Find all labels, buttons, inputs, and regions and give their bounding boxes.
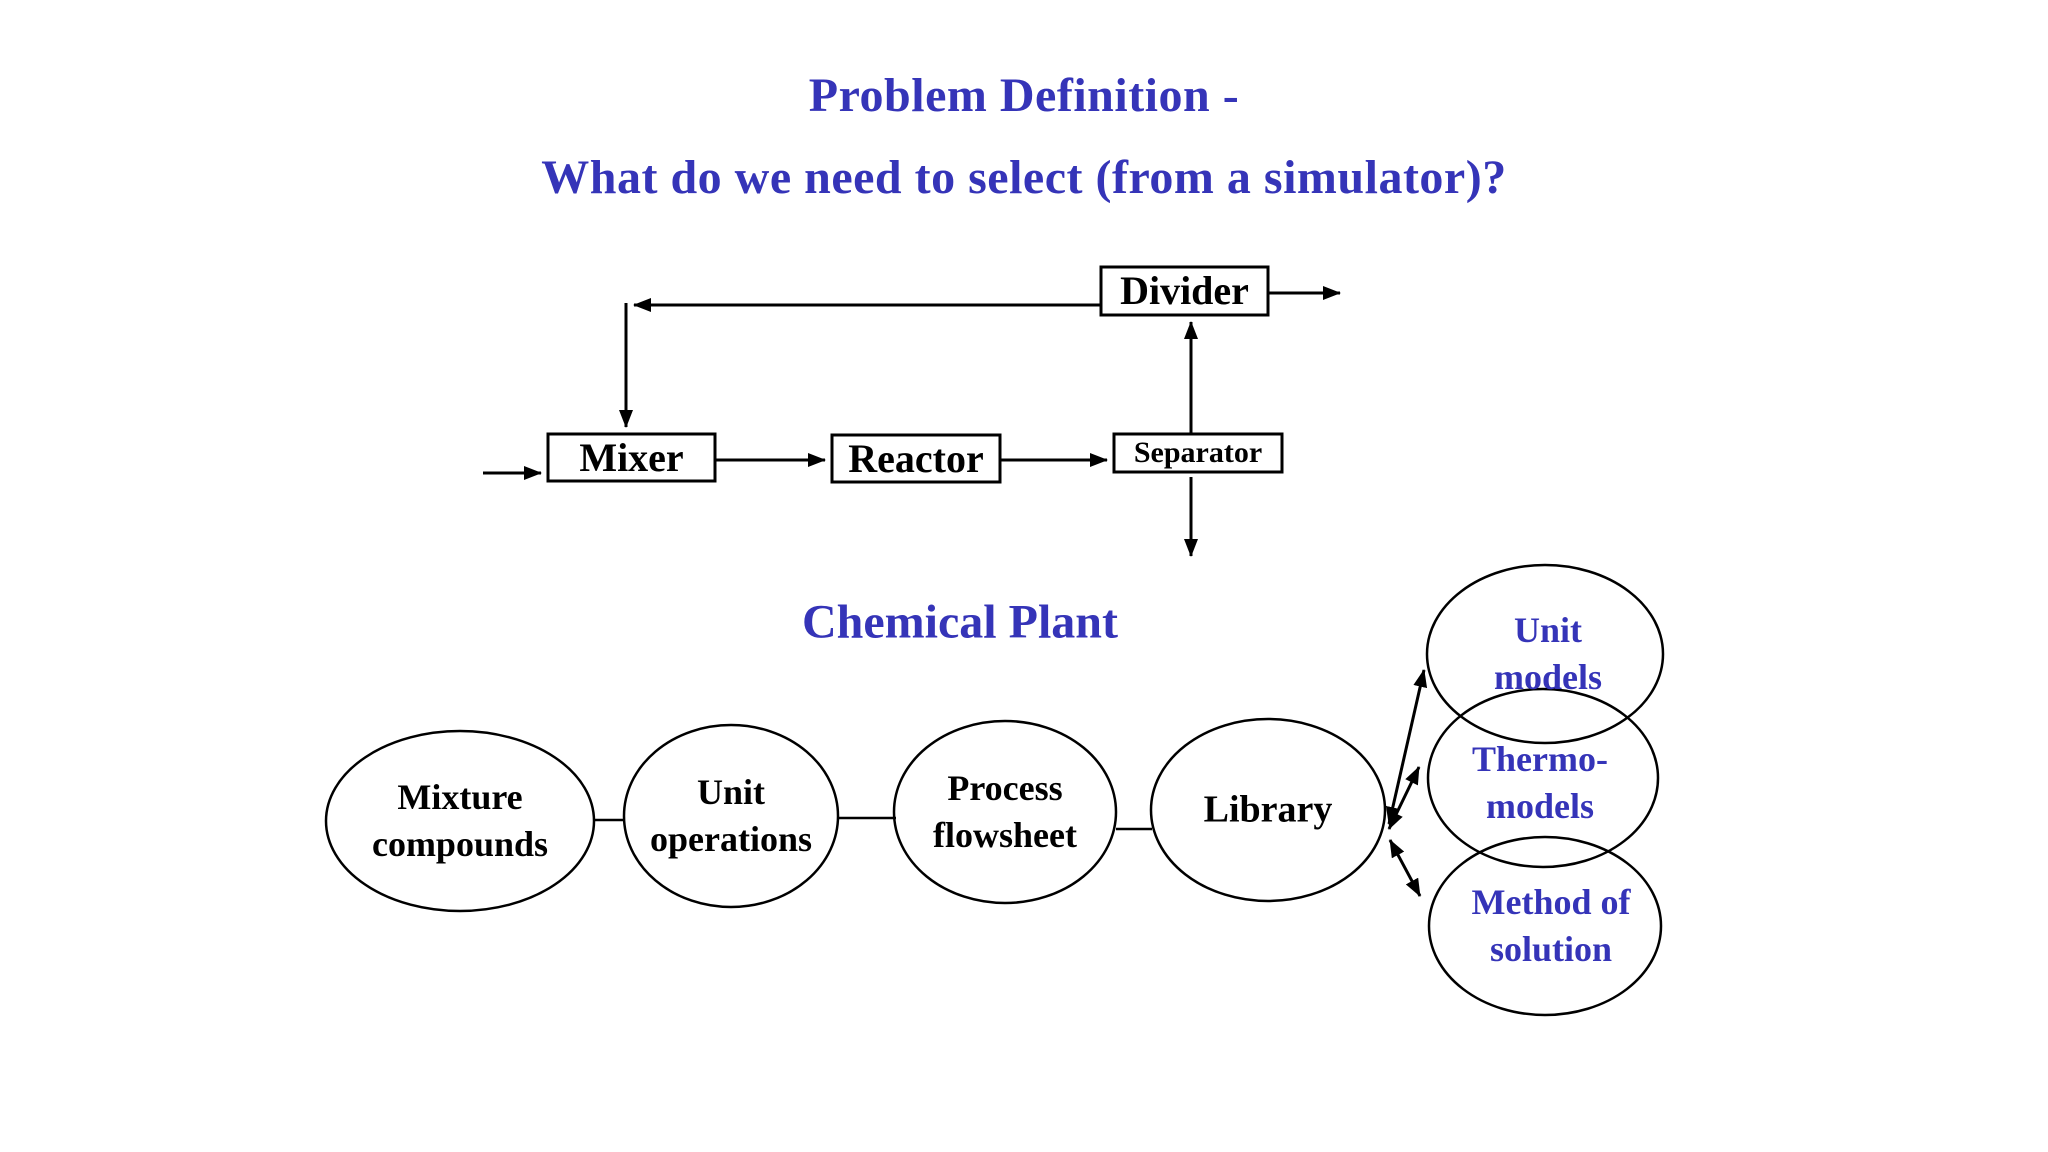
chemical-plant-caption: Chemical Plant [802,595,1118,649]
method-of-solution-ellipse [1427,835,1663,1017]
separator-label: Separator [1133,436,1263,469]
mixture-compounds-line2: compounds [371,824,549,864]
method-of-solution-line2: solution [1489,929,1613,969]
library-to-unit-models-arrow [1385,669,1428,825]
method-of-solution-label: Method of solution [1472,879,1631,973]
unit-models-ellipse [1425,563,1665,745]
process-flowsheet-line2: flowsheet [933,815,1077,855]
reactor-box [830,433,1002,484]
thermo-models-ellipse [1426,687,1660,869]
thermo-models-label: Thermo- models [1472,736,1608,830]
unit-operations-ellipse [622,723,840,909]
process-flowsheet-ellipse [892,719,1118,905]
separator-box [1112,432,1284,474]
library-line1: Library [1203,788,1333,831]
unit-operations-line2: operations [650,819,812,859]
mixture-compounds-line1: Mixture [397,777,523,818]
divider-box [1099,265,1270,317]
thermo-models-line2: models [1486,786,1594,826]
unit-operations-label: Unit operations [650,769,812,863]
method-of-solution-line1: Method of [1471,882,1631,923]
divider-label: Divider [1120,268,1249,313]
library-to-thermo-models-arrow [1387,766,1421,830]
thermo-models-line1: Thermo- [1472,739,1608,780]
unit-models-line2: models [1494,657,1602,697]
library-label: Library [1204,785,1333,834]
reactor-label: Reactor [848,435,984,481]
unit-operations-line1: Unit [696,772,765,813]
process-flowsheet-label: Process flowsheet [933,765,1077,859]
process-flowsheet-line1: Process [947,768,1063,809]
unit-models-label: Unit models [1494,607,1602,701]
mixer-box [546,432,717,483]
unit-models-line1: Unit [1513,610,1582,651]
library-ellipse [1149,717,1387,903]
mixture-compounds-label: Mixture compounds [372,774,548,868]
slide-title: Problem Definition - [808,69,1240,122]
library-to-method-of-solution-arrow [1388,839,1422,897]
slide-subtitle: What do we need to select (from a simula… [541,151,1507,204]
mixer-label: Mixer [579,434,684,480]
